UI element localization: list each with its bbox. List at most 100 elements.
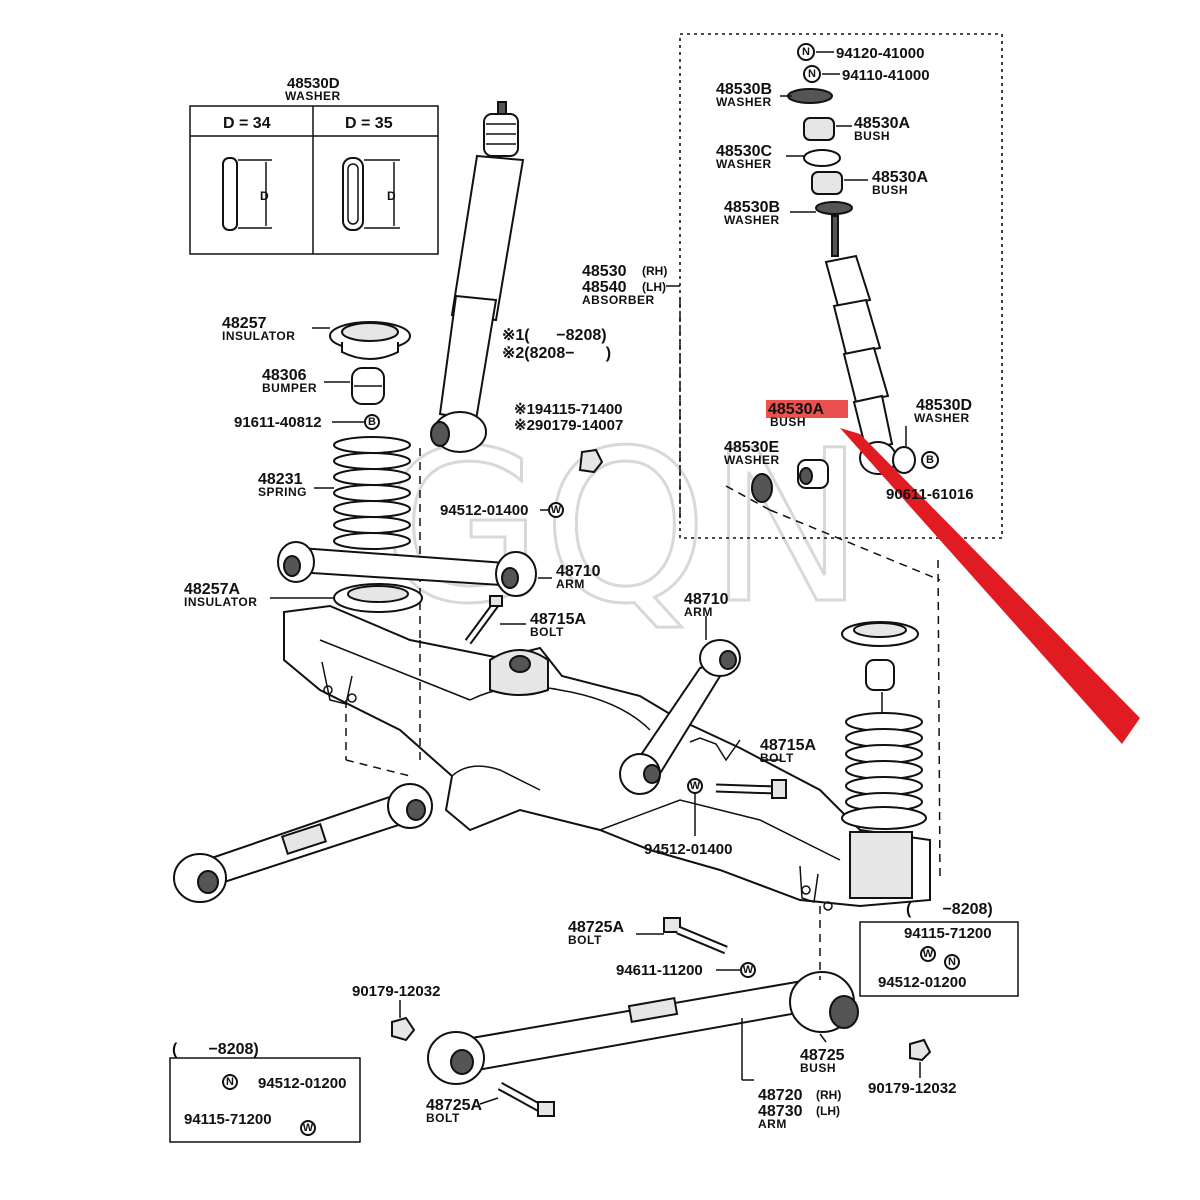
variant-box-right-head: ( −8208) [906, 901, 993, 918]
circle-n1: N [802, 46, 810, 58]
label-48530b-top: 48530B [716, 81, 772, 98]
washer-table: 48530D WASHER D = 34 D = 35 D D [189, 75, 439, 255]
label-48530a-highlight: 48530A [768, 401, 824, 418]
label-48530b-top-name: WASHER [716, 95, 772, 109]
shock-absorber-left [419, 101, 525, 640]
upper-arm-48710-b [619, 639, 741, 795]
label-48725a-a-name: BOLT [568, 933, 602, 947]
circle-w4: W [923, 948, 934, 960]
washer-48530b-2 [815, 201, 853, 215]
label-48715a-a: 48715A [530, 611, 586, 628]
label-90179-a: 90179-12032 [352, 983, 440, 1000]
label-48530c: 48530C [716, 143, 772, 160]
label-absorber-rh: 48530 [582, 263, 627, 280]
label-48710-b: 48710 [684, 591, 729, 608]
washer-table-part-no: 48530D [287, 75, 340, 92]
coil-spring-right [841, 621, 927, 830]
label-48530a-highlight-name: BUSH [770, 415, 806, 429]
bolt-48715a-a [464, 595, 503, 645]
washer-48530d-b [892, 446, 916, 474]
nut-90179-a [391, 1016, 416, 1042]
washer-table-frame [189, 105, 439, 255]
label-48720-name: ARM [758, 1117, 787, 1131]
absorber-detail: N N B [725, 43, 939, 511]
absorber-lower-body [438, 294, 498, 422]
variant-box-right-p2: 94512-01200 [878, 974, 966, 991]
bolt-48725a-b [497, 1082, 555, 1117]
circle-b2: B [926, 454, 934, 466]
label-48530c-name: WASHER [716, 157, 772, 171]
label-91611: 91611-40812 [234, 414, 322, 431]
label-48725: 48725 [800, 1047, 845, 1064]
label-48725-name: BUSH [800, 1061, 836, 1075]
label-94120: 94120-41000 [836, 45, 924, 62]
washer-table-col1: D = 34 [223, 115, 271, 132]
washer-48530e [751, 473, 773, 503]
washer-table-name: WASHER [285, 89, 341, 103]
washer-table-dim2: D [387, 189, 396, 203]
washer-d34-shape [222, 157, 238, 231]
absorber-upper-body [450, 154, 525, 322]
bumper-48306 [351, 367, 385, 405]
nut-90179-b [909, 1038, 932, 1062]
label-48530a-1-name: BUSH [854, 129, 890, 143]
circle-w5: W [303, 1122, 314, 1134]
bolt-48725a-a [663, 917, 728, 955]
highlight-box [766, 400, 848, 418]
note-2: ※2(8208− ) [502, 345, 611, 362]
label-94110: 94110-41000 [842, 67, 930, 84]
absorber-detail-top [824, 254, 872, 308]
label-48710-a: 48710 [556, 563, 601, 580]
label-94611: 94611-11200 [616, 962, 703, 979]
label-absorber-lh-side: (LH) [642, 280, 666, 294]
label-48710-a-name: ARM [556, 577, 585, 591]
circle-w2: W [690, 780, 701, 792]
label-48710-b-name: ARM [684, 605, 713, 619]
circle-b1: B [368, 416, 376, 428]
washer-48530b-top [787, 88, 833, 104]
note-1: ※1( −8208) [502, 327, 607, 344]
label-48257: 48257 [222, 315, 267, 332]
variant-box-right-p1: 94115-71200 [904, 925, 992, 942]
label-48725a-b: 48725A [426, 1097, 482, 1114]
label-48530e-name: WASHER [724, 453, 780, 467]
label-48306: 48306 [262, 367, 307, 384]
label-90611: 90611-61016 [886, 486, 974, 503]
label-48306-name: BUMPER [262, 381, 317, 395]
label-48725a-a: 48725A [568, 919, 624, 936]
variant-box-left-p1: 94512-01200 [258, 1075, 346, 1092]
lower-arm-48720 [427, 971, 859, 1085]
variant-box-right [859, 921, 1019, 997]
dust-boot [483, 113, 519, 157]
label-48231-name: SPRING [258, 485, 307, 499]
pointer-arrow [840, 428, 1140, 744]
label-90179-b: 90179-12032 [868, 1080, 956, 1097]
label-48725a-b-name: BOLT [426, 1111, 460, 1125]
circle-n2: N [808, 68, 816, 80]
label-48530b-2: 48530B [724, 199, 780, 216]
washer-48530c [803, 149, 841, 167]
washer-table-col2: D = 35 [345, 115, 393, 132]
label-48530d-b: 48530D [916, 397, 972, 414]
bolt-mark-b1 [364, 414, 380, 430]
label-290179: ※290179-14007 [514, 417, 623, 434]
label-48530a-2: 48530A [872, 169, 928, 186]
circle-n3: N [948, 956, 956, 968]
coil-spring-left [333, 436, 411, 550]
label-48715a-b-name: BOLT [760, 751, 794, 765]
circle-w3: W [743, 964, 754, 976]
lower-arm-left [173, 783, 433, 903]
label-48231: 48231 [258, 471, 303, 488]
variant-box-left [169, 1057, 361, 1143]
label-48730: 48730 [758, 1103, 803, 1120]
label-48530b-2-name: WASHER [724, 213, 780, 227]
washer-d35-shape [342, 157, 364, 231]
axle-housing [283, 604, 931, 911]
upper-arm-48710-a [277, 541, 537, 597]
nut-upper [578, 448, 604, 474]
bush-48530a-2 [811, 171, 843, 195]
label-absorber-lh: 48540 [582, 279, 627, 296]
label-48257a: 48257A [184, 581, 240, 598]
label-194115: ※194115-71400 [514, 401, 623, 418]
